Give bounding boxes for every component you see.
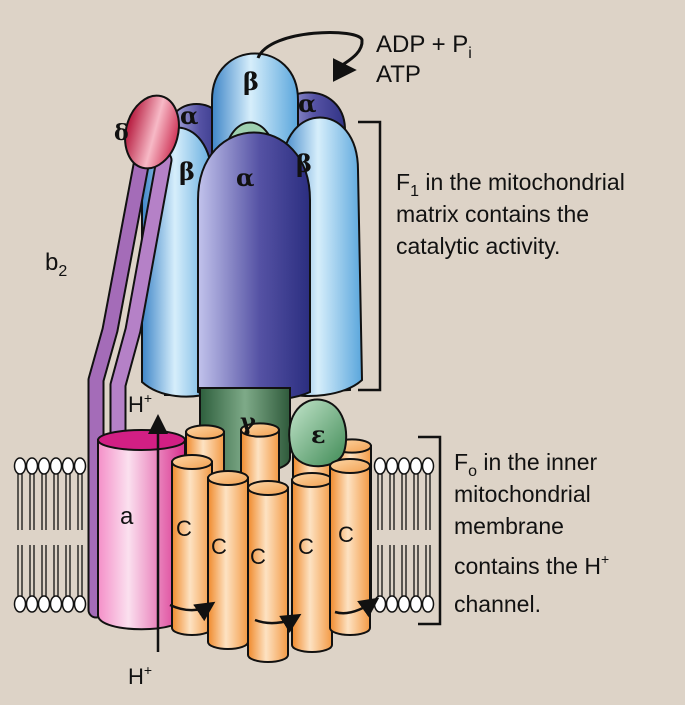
svg-text:matrix contains the: matrix contains the <box>396 201 589 227</box>
lipid-head <box>25 595 39 613</box>
lipid-head <box>421 457 435 475</box>
label-b2: b2 <box>45 249 67 280</box>
label-beta-left: β <box>179 157 195 186</box>
c-subunit-top <box>171 454 213 470</box>
c-subunit-cylinder <box>207 477 249 650</box>
lipid-head <box>385 457 399 475</box>
label-c-3: C <box>250 544 266 569</box>
lipid-head <box>37 457 51 475</box>
label-alpha-left: α <box>180 101 198 130</box>
svg-text:mitochondrial: mitochondrial <box>454 481 591 507</box>
label-alpha-front: α <box>236 163 254 192</box>
lipid-head <box>421 595 435 613</box>
rotation-arrow-1 <box>169 601 216 622</box>
f1-description: F1 in the mitochondrial matrix contains … <box>396 169 625 259</box>
lipid-head <box>409 595 423 613</box>
label-alpha-right: α <box>298 89 316 118</box>
label-gamma: γ <box>240 407 256 436</box>
fo-bracket <box>418 435 442 626</box>
lipid-head <box>49 595 63 613</box>
svg-text:catalytic activity.: catalytic activity. <box>396 233 560 259</box>
rotation-arrow-2 <box>254 613 302 633</box>
svg-text:channel.: channel. <box>454 591 541 617</box>
label-c-1: C <box>176 516 192 541</box>
c-subunit-cylinder <box>247 487 289 663</box>
lipid-head <box>13 457 27 475</box>
f1-bracket <box>358 120 382 392</box>
svg-text:membrane: membrane <box>454 513 564 539</box>
label-c-4: C <box>298 534 314 559</box>
lipid-head <box>385 595 399 613</box>
proton-label-bottom: H+ <box>128 662 152 689</box>
rotation-arrow-3 <box>334 597 380 618</box>
lipid-head <box>37 595 51 613</box>
svg-text:Fo in the inner: Fo in the inner <box>454 449 597 480</box>
label-epsilon: ε <box>311 420 326 449</box>
label-delta: δ <box>114 120 129 146</box>
lipid-bilayer-right <box>373 457 435 613</box>
label-c-2: C <box>211 534 227 559</box>
svg-text:F1 in the mitochondrial: F1 in the mitochondrial <box>396 169 625 200</box>
lipid-head <box>49 457 63 475</box>
lipid-head <box>61 457 75 475</box>
epsilon-subunit <box>288 398 348 468</box>
lipid-head <box>73 595 87 613</box>
label-a: a <box>120 503 134 530</box>
reaction-product: ATP <box>376 61 421 88</box>
lipid-head <box>61 595 75 613</box>
lipid-head <box>373 595 387 613</box>
svg-text:contains the H+: contains the H+ <box>454 551 609 579</box>
lipid-head <box>25 457 39 475</box>
reaction-reactants: ADP + Pi <box>376 31 472 62</box>
lipid-head <box>397 595 411 613</box>
lipid-head <box>373 457 387 475</box>
c-subunit-top <box>185 424 225 440</box>
c-ring-front-row <box>171 454 371 663</box>
delta-subunit <box>124 94 180 170</box>
lipid-head <box>409 457 423 475</box>
label-c-5: C <box>338 522 354 547</box>
c-subunit-top <box>207 470 249 486</box>
c-subunit-cylinder <box>291 479 333 653</box>
lipid-head <box>13 595 27 613</box>
lipid-bilayer-left <box>13 457 87 613</box>
proton-label-top: H+ <box>128 390 152 417</box>
c-subunit-top <box>291 472 333 488</box>
c-subunit-top <box>240 422 280 438</box>
c-subunit-top <box>329 458 371 474</box>
c-subunit-cylinder <box>329 465 371 636</box>
atp-synthesis-arrow <box>256 31 364 82</box>
label-beta-right: β <box>296 149 312 178</box>
c-subunit-top <box>247 480 289 496</box>
lipid-head <box>397 457 411 475</box>
label-beta-top: β <box>243 67 259 96</box>
lipid-head <box>73 457 87 475</box>
fo-description: Fo in the inner mitochondrial membrane c… <box>454 449 609 617</box>
